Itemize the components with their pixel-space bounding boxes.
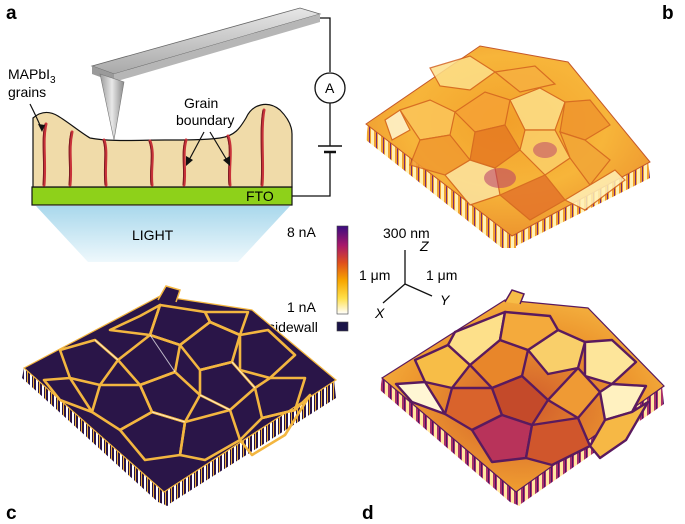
light-label: LIGHT [132, 227, 174, 243]
x-scale-label: 1 μm [359, 267, 390, 283]
z-axis-label: Z [419, 238, 429, 254]
grain-boundary-label-2: boundary [176, 112, 234, 128]
x-axis [382, 283, 406, 304]
colorbar-max-label: 8 nA [287, 224, 316, 240]
material-label: MAPbI3 [8, 66, 56, 86]
panel-label-d: d [362, 503, 374, 524]
panel-c-sidewall-left [22, 368, 170, 506]
z-scale-label: 300 nm [383, 225, 430, 241]
y-scale-label: 1 μm [426, 267, 457, 283]
sidewall-swatch [336, 321, 349, 332]
circuit-wire-top [320, 17, 331, 72]
sidewall-label: sidewall [268, 319, 318, 335]
panel-label-a: a [6, 3, 17, 24]
ammeter-label: A [325, 80, 335, 96]
panel-d-sidewall-left [380, 378, 522, 506]
grain-boundaries [42, 108, 266, 187]
colorbar-gradient [336, 225, 349, 315]
y-axis-label: Y [440, 292, 451, 308]
tomography-panel-c [22, 285, 338, 506]
perovskite-film [32, 103, 293, 188]
x-axis-label: X [374, 305, 385, 321]
colorbar: 8 nA 1 nA sidewall [268, 224, 349, 335]
schematic-panel: LIGHT FTO [8, 7, 346, 262]
panel-b-sidewall-left [366, 124, 516, 248]
afm-tip [99, 73, 125, 141]
circuit-wire-bottom [292, 152, 331, 197]
material-label-line2: grains [8, 84, 46, 100]
tomography-panel-d [380, 289, 665, 506]
panel-label-c: c [6, 503, 17, 524]
panel-label-b: b [662, 3, 674, 24]
fto-label: FTO [246, 188, 274, 204]
light-beam [36, 206, 290, 262]
grain-boundary-label-1: Grain [184, 95, 218, 111]
tomography-panel-b [365, 45, 651, 248]
panel-d-boundary-network [394, 310, 650, 467]
panel-c-boundary-network [42, 303, 312, 462]
y-axis [404, 283, 433, 297]
axis-triad: 300 nm Z 1 μm 1 μm X Y [359, 225, 457, 321]
colorbar-min-label: 1 nA [287, 299, 316, 315]
cantilever-beam [90, 7, 322, 75]
